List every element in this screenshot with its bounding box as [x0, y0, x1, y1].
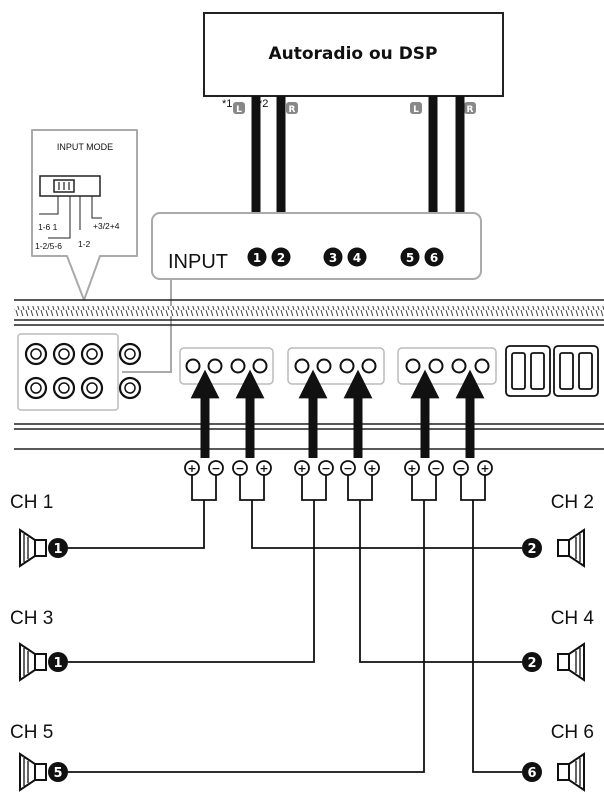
- svg-text:−: −: [211, 462, 220, 475]
- input-label: INPUT: [168, 251, 228, 273]
- rca-badge-left-1: L: [233, 102, 245, 115]
- speaker-ch1: CH 1 1: [10, 492, 68, 568]
- svg-text:+: +: [407, 462, 416, 475]
- svg-text:+: +: [259, 462, 268, 475]
- svg-text:2: 2: [277, 251, 285, 265]
- svg-text:+: +: [480, 462, 489, 475]
- input-mode-opt-c: 1-2: [78, 239, 91, 249]
- power-terminal-block: [505, 345, 599, 397]
- svg-text:−: −: [343, 462, 352, 475]
- speaker-ch3-icon: [19, 642, 47, 682]
- heatsink-fins: [14, 306, 604, 316]
- rca-badge-right-2: R: [464, 102, 476, 115]
- speaker-ch1-icon: [19, 528, 47, 568]
- svg-text:L: L: [413, 105, 419, 115]
- input-badge-2: 2: [271, 247, 291, 267]
- input-mode-title: INPUT MODE: [57, 142, 113, 152]
- footnote-1: *1: [222, 98, 232, 110]
- input-mode-opt-d: +3/2+4: [93, 221, 120, 231]
- svg-text:6: 6: [430, 251, 438, 265]
- svg-text:1: 1: [253, 251, 261, 265]
- svg-text:−: −: [431, 462, 440, 475]
- svg-text:−: −: [321, 462, 330, 475]
- source-unit: Autoradio ou DSP: [203, 12, 504, 97]
- speaker-ch6: CH 6 6: [522, 722, 594, 792]
- svg-text:3: 3: [329, 251, 337, 265]
- polarity-terminals: + − − + + − − + + − − +: [184, 460, 493, 476]
- svg-text:−: −: [456, 462, 465, 475]
- speaker-ch4-label: CH 4: [551, 608, 595, 629]
- speaker-ch3: CH 3 1: [10, 608, 68, 682]
- svg-text:+: +: [297, 462, 306, 475]
- rca-badge-left-2: L: [410, 102, 422, 115]
- svg-text:R: R: [467, 105, 474, 115]
- footnote-2: *2: [258, 98, 268, 110]
- speaker-ch4: CH 4 2: [522, 608, 595, 682]
- source-label: Autoradio ou DSP: [268, 44, 437, 64]
- speaker-ch6-icon: [557, 752, 585, 792]
- svg-text:4: 4: [353, 251, 361, 265]
- input-badge-3: 3: [323, 247, 343, 267]
- speaker-ch6-label: CH 6: [551, 722, 594, 743]
- svg-text:2: 2: [527, 656, 536, 671]
- svg-text:1: 1: [53, 542, 62, 557]
- speaker-ch2: CH 2 2: [522, 492, 594, 568]
- speaker-ch1-label: CH 1: [10, 492, 53, 513]
- svg-text:L: L: [236, 105, 242, 115]
- svg-text:6: 6: [527, 766, 536, 781]
- input-mode-opt-a: 1-6 1: [38, 222, 58, 232]
- svg-text:R: R: [289, 105, 296, 115]
- speaker-ch5: CH 5 5: [10, 722, 68, 792]
- svg-text:1: 1: [53, 656, 62, 671]
- rca-jack-block: [17, 333, 142, 411]
- svg-text:+: +: [187, 462, 196, 475]
- terminal-group-2: [287, 347, 385, 385]
- svg-text:+: +: [367, 462, 376, 475]
- speaker-ch3-label: CH 3: [10, 608, 53, 629]
- input-badge-1: 1: [247, 247, 267, 267]
- input-panel: INPUT 1 2 3 4 5 6: [122, 212, 482, 373]
- svg-text:5: 5: [53, 766, 62, 781]
- svg-text:−: −: [235, 462, 244, 475]
- input-badge-6: 6: [424, 247, 444, 267]
- input-badge-5: 5: [400, 247, 420, 267]
- input-mode-callout: INPUT MODE 1-6 1 1-2/5-6 1-2 +3/2+4: [31, 129, 138, 301]
- speaker-ch5-icon: [19, 752, 47, 792]
- input-badge-4: 4: [347, 247, 367, 267]
- speaker-ch4-icon: [557, 642, 585, 682]
- svg-text:5: 5: [406, 251, 414, 265]
- speaker-ch2-label: CH 2: [551, 492, 594, 513]
- speaker-cables: [190, 369, 485, 458]
- terminal-group-3: [397, 347, 497, 385]
- wiring-lines: [68, 475, 522, 773]
- speaker-ch5-label: CH 5: [10, 722, 53, 743]
- input-mode-opt-b: 1-2/5-6: [35, 241, 62, 251]
- rca-badge-right-1: R: [286, 102, 298, 115]
- speaker-ch2-icon: [557, 528, 585, 568]
- svg-text:2: 2: [527, 542, 536, 557]
- terminal-group-1: [179, 347, 274, 385]
